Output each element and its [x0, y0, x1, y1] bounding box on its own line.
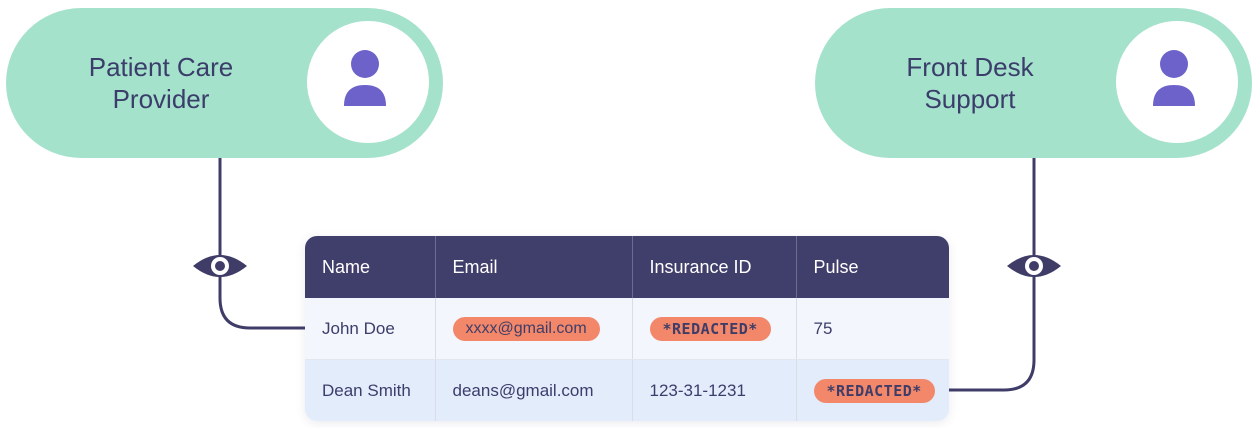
column-header-pulse: Pulse: [796, 236, 949, 298]
eye-icon: [1007, 255, 1061, 277]
column-header-name: Name: [305, 236, 436, 298]
cell-pulse: *REDACTED*: [796, 359, 949, 421]
person-icon: [1153, 50, 1195, 106]
role-patient-care-provider: Patient Care Provider: [6, 8, 443, 158]
table-row: Dean Smith deans@gmail.com 123-31-1231 *…: [305, 359, 949, 421]
role-label-front-desk-support: Front Desk Support: [906, 52, 1034, 114]
cell-insurance-id: 123-31-1231: [632, 359, 797, 421]
cell-name-text: Dean Smith: [322, 380, 411, 400]
avatar-patient-care-provider: [307, 21, 429, 143]
cell-email: deans@gmail.com: [435, 359, 633, 421]
cell-name: John Doe: [305, 298, 436, 360]
connector-left: [218, 158, 305, 330]
person-icon: [344, 50, 386, 106]
redacted-badge: *REDACTED*: [649, 316, 771, 341]
masked-email-badge: xxxx@gmail.com: [452, 316, 600, 341]
column-header-insurance-id: Insurance ID: [632, 236, 797, 298]
cell-name: Dean Smith: [305, 359, 436, 421]
cell-insurance-id: *REDACTED*: [632, 298, 797, 360]
cell-email-text: deans@gmail.com: [452, 380, 594, 400]
cell-name-text: John Doe: [322, 318, 395, 338]
cell-insurance-id-text: 123-31-1231: [649, 380, 746, 400]
role-front-desk-support: Front Desk Support: [815, 8, 1252, 158]
column-header-email: Email: [435, 236, 633, 298]
connector-right: [949, 158, 1036, 392]
cell-pulse-text: 75: [813, 318, 833, 338]
cell-email: xxxx@gmail.com: [435, 298, 633, 360]
role-label-patient-care-provider: Patient Care Provider: [88, 52, 234, 114]
patient-data-table: Name Email Insurance ID Pulse John Doe x…: [305, 236, 949, 421]
redacted-badge: *REDACTED*: [813, 378, 935, 403]
eye-icon: [193, 255, 247, 277]
avatar-front-desk-support: [1116, 21, 1238, 143]
table-header-row: Name Email Insurance ID Pulse: [305, 236, 949, 298]
table-row: John Doe xxxx@gmail.com *REDACTED* 75: [305, 298, 949, 360]
cell-pulse: 75: [796, 298, 949, 360]
